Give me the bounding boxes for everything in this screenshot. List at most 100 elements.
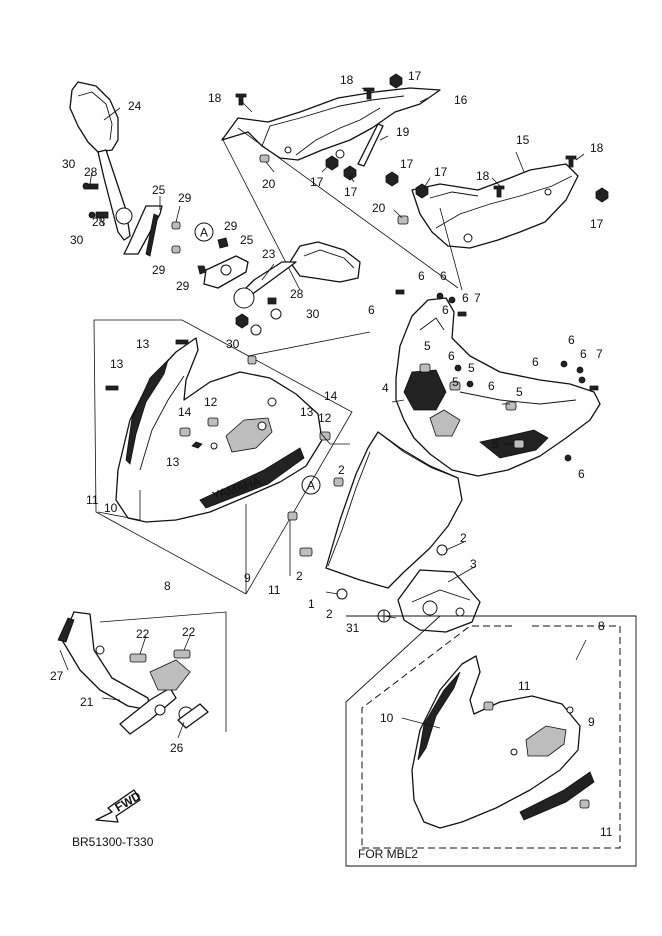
callout-number: A	[307, 479, 315, 493]
callout-number: 10	[104, 501, 118, 515]
ref-mark-a-top: A	[194, 222, 214, 242]
callout-number: 13	[166, 455, 180, 469]
callout-number: 28	[290, 287, 304, 301]
callout-number: 7	[474, 291, 481, 305]
callout-number: 4	[382, 381, 389, 395]
callout-number: 22	[136, 627, 150, 641]
callout-number: 29	[176, 279, 190, 293]
callout-number: 29	[152, 263, 166, 277]
callout-number: 8	[164, 579, 171, 593]
callout-number: 5	[516, 385, 523, 399]
callout-number: 13	[300, 405, 314, 419]
callout-number: 6	[440, 269, 447, 283]
callout-number: 6	[488, 379, 495, 393]
callout-number: 12	[318, 411, 332, 425]
callout-number: 13	[136, 337, 150, 351]
callout-number: 31	[346, 621, 360, 635]
callout-number: 5	[424, 339, 431, 353]
callout-number: 5	[492, 437, 499, 451]
callout-number: 20	[372, 201, 386, 215]
mirror-23	[233, 241, 361, 309]
callout-number: 2	[296, 569, 303, 583]
callout-number: 14	[178, 405, 192, 419]
callout-number: 16	[454, 93, 468, 107]
callout-number: 6	[368, 303, 375, 317]
callout-number: 14	[324, 389, 338, 403]
callout-number: A	[200, 226, 208, 240]
callout-number: 28	[92, 215, 106, 229]
callout-number: 10	[380, 711, 394, 725]
callout-number: 2	[338, 463, 345, 477]
callout-number: 17	[344, 185, 358, 199]
top-fasteners	[235, 73, 609, 225]
bracket-21	[61, 611, 194, 735]
callout-number: 22	[182, 625, 196, 639]
callout-number: 30	[62, 157, 76, 171]
callout-number: 2	[460, 531, 467, 545]
variant-dashed-frame	[361, 625, 621, 849]
callout-number: 6	[442, 303, 449, 317]
callout-number: 21	[80, 695, 94, 709]
inner-panel-right-15	[411, 163, 579, 249]
front-cowling-8-variant	[411, 655, 595, 829]
leader-lines	[59, 87, 587, 739]
callout-number: 30	[226, 337, 240, 351]
callout-number: 11	[518, 679, 531, 693]
callout-number: 9	[588, 715, 595, 729]
bolts-22	[129, 649, 191, 663]
callout-number: 11	[268, 583, 281, 597]
callout-number: 18	[590, 141, 604, 155]
callout-number: 9	[244, 571, 251, 585]
callout-number: 17	[590, 217, 604, 231]
callout-number: 17	[310, 175, 324, 189]
callout-number: 5	[468, 361, 475, 375]
callout-number: 11	[86, 493, 99, 507]
fwd-arrow: FWD	[95, 789, 144, 823]
callout-labels: 1 2 2 2 2 3 4 5 5 5 5 5 6 6 6 6 6 6 6 6 …	[50, 69, 613, 839]
mirror-stay-25	[82, 182, 181, 257]
svg-text:FWD: FWD	[113, 789, 144, 815]
callout-number: 26	[170, 741, 184, 755]
stay-3	[397, 569, 481, 633]
callout-number: 30	[306, 307, 320, 321]
callout-number: 5	[452, 375, 459, 389]
callout-number: 1	[308, 597, 315, 611]
callout-number: 29	[224, 219, 238, 233]
variant-frame	[345, 615, 637, 867]
callout-number: 17	[400, 157, 414, 171]
callout-number: 18	[476, 169, 490, 183]
callout-number: 20	[262, 177, 276, 191]
callout-number: 29	[178, 191, 192, 205]
inner-panel-left-16	[221, 87, 441, 161]
callout-number: 13	[110, 357, 124, 371]
callout-number: 11	[600, 825, 613, 839]
inner-panel-rib-19	[357, 123, 384, 167]
callout-number: 6	[532, 355, 539, 369]
callout-number: 27	[50, 669, 64, 683]
callout-number: 23	[262, 247, 276, 261]
callout-number: 17	[408, 69, 422, 83]
callout-number: 6	[462, 291, 469, 305]
callout-number: 30	[70, 233, 84, 247]
ref-mark-a-mid: A	[301, 475, 321, 495]
drawing-code: BR51300-T330	[72, 835, 154, 849]
bracket-27	[57, 617, 75, 643]
mirror-24	[69, 81, 133, 241]
callout-number: 3	[470, 557, 477, 571]
callout-number: 7	[596, 347, 603, 361]
callout-number: 18	[340, 73, 354, 87]
callout-number: 25	[152, 183, 166, 197]
callout-number: 6	[580, 347, 587, 361]
stay-26	[177, 703, 209, 729]
callout-number: 28	[84, 165, 98, 179]
callout-number: 6	[418, 269, 425, 283]
callout-number: 19	[396, 125, 410, 139]
callout-number: 25	[240, 233, 254, 247]
callout-number: 18	[208, 91, 222, 105]
callout-number: 6	[568, 333, 575, 347]
windshield-1	[299, 431, 463, 600]
callout-number: 6	[448, 349, 455, 363]
callout-number: 2	[326, 607, 333, 621]
callout-number: 24	[128, 99, 142, 113]
